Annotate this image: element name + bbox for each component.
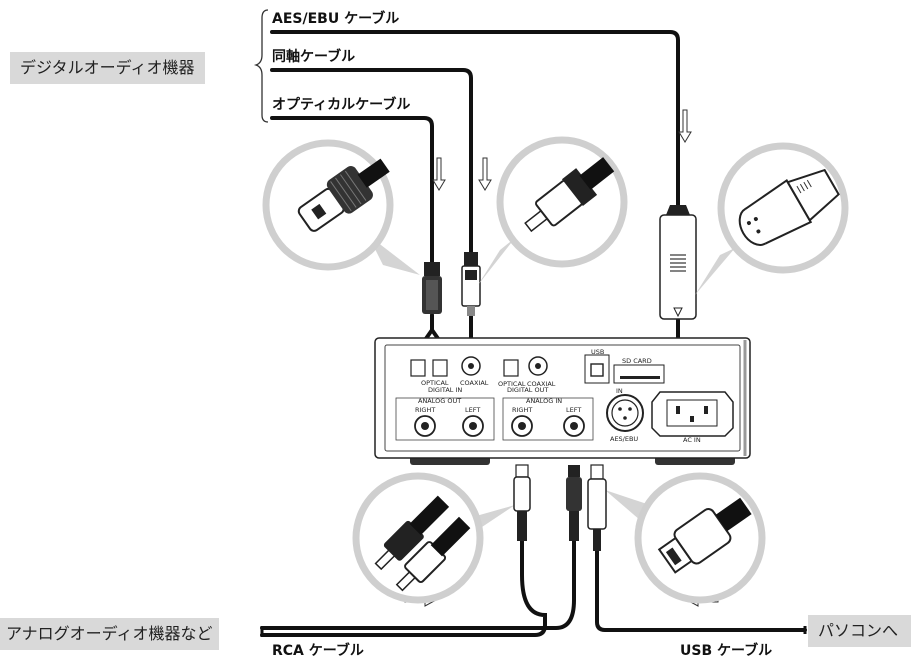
analog-audio-device-label: アナログオーディオ機器など bbox=[0, 618, 219, 650]
to-pc-label: パソコンへ bbox=[808, 615, 911, 647]
rca-cable-line-1 bbox=[260, 538, 547, 637]
panel-coaxial-in: COAXIAL bbox=[460, 379, 489, 387]
coaxial-arrow-icon bbox=[478, 157, 492, 191]
panel-coaxial-out: COAXIAL bbox=[527, 380, 556, 388]
panel-usb: USB bbox=[591, 348, 604, 356]
panel-right-in: RIGHT bbox=[512, 406, 532, 414]
xlr-plug bbox=[659, 205, 697, 320]
panel-sd-card: SD CARD bbox=[622, 357, 652, 365]
aes-ebu-cable-line bbox=[270, 30, 680, 212]
panel-digital-out: DIGITAL OUT bbox=[507, 386, 548, 394]
panel-left-in: LEFT bbox=[566, 406, 581, 414]
digital-bracket bbox=[253, 9, 269, 123]
panel-analog-in: ANALOG IN bbox=[526, 397, 562, 405]
digital-audio-device-label: デジタルオーディオ機器 bbox=[10, 52, 205, 84]
panel-right-out: RIGHT bbox=[415, 406, 435, 414]
panel-analog-out: ANALOG OUT bbox=[418, 397, 461, 405]
cable-lines bbox=[260, 30, 807, 637]
magnifier-optical bbox=[262, 139, 420, 275]
aes-arrow-icon bbox=[678, 109, 692, 143]
panel-in: IN bbox=[616, 387, 623, 395]
magnifier-coaxial bbox=[478, 136, 628, 285]
magnifier-rca bbox=[352, 472, 515, 604]
aes-ebu-cable-label: AES/EBU ケーブル bbox=[272, 11, 400, 27]
magnifier-xlr bbox=[695, 142, 849, 295]
coaxial-cable-label: 同軸ケーブル bbox=[272, 49, 356, 65]
usb-cable-line bbox=[595, 548, 807, 632]
coaxial-cable-line bbox=[270, 68, 473, 257]
panel-ac-in: AC IN bbox=[683, 436, 701, 444]
rca-cable-line-2 bbox=[260, 538, 576, 630]
magnifier-usb bbox=[605, 472, 766, 604]
panel-optical-out: OPTICAL bbox=[498, 380, 526, 388]
usb-plug bbox=[587, 464, 607, 551]
panel-digital-in: DIGITAL IN bbox=[428, 386, 462, 394]
device-rear-panel: OPTICAL COAXIAL DIGITAL IN OPTICAL COAXI… bbox=[374, 337, 751, 465]
usb-cable-label: USB ケーブル bbox=[680, 643, 773, 659]
coaxial-plug bbox=[461, 252, 481, 316]
optical-arrow-icon bbox=[432, 157, 446, 191]
optical-cable-line bbox=[270, 116, 434, 267]
panel-left-out: LEFT bbox=[465, 406, 480, 414]
optical-plug bbox=[422, 262, 442, 314]
panel-optical-in: OPTICAL bbox=[421, 379, 449, 387]
rca-cable-label: RCA ケーブル bbox=[272, 643, 364, 659]
rca-plugs bbox=[513, 464, 582, 541]
panel-aes-ebu: AES/EBU bbox=[610, 435, 638, 443]
optical-cable-label: オプティカルケーブル bbox=[272, 97, 411, 113]
